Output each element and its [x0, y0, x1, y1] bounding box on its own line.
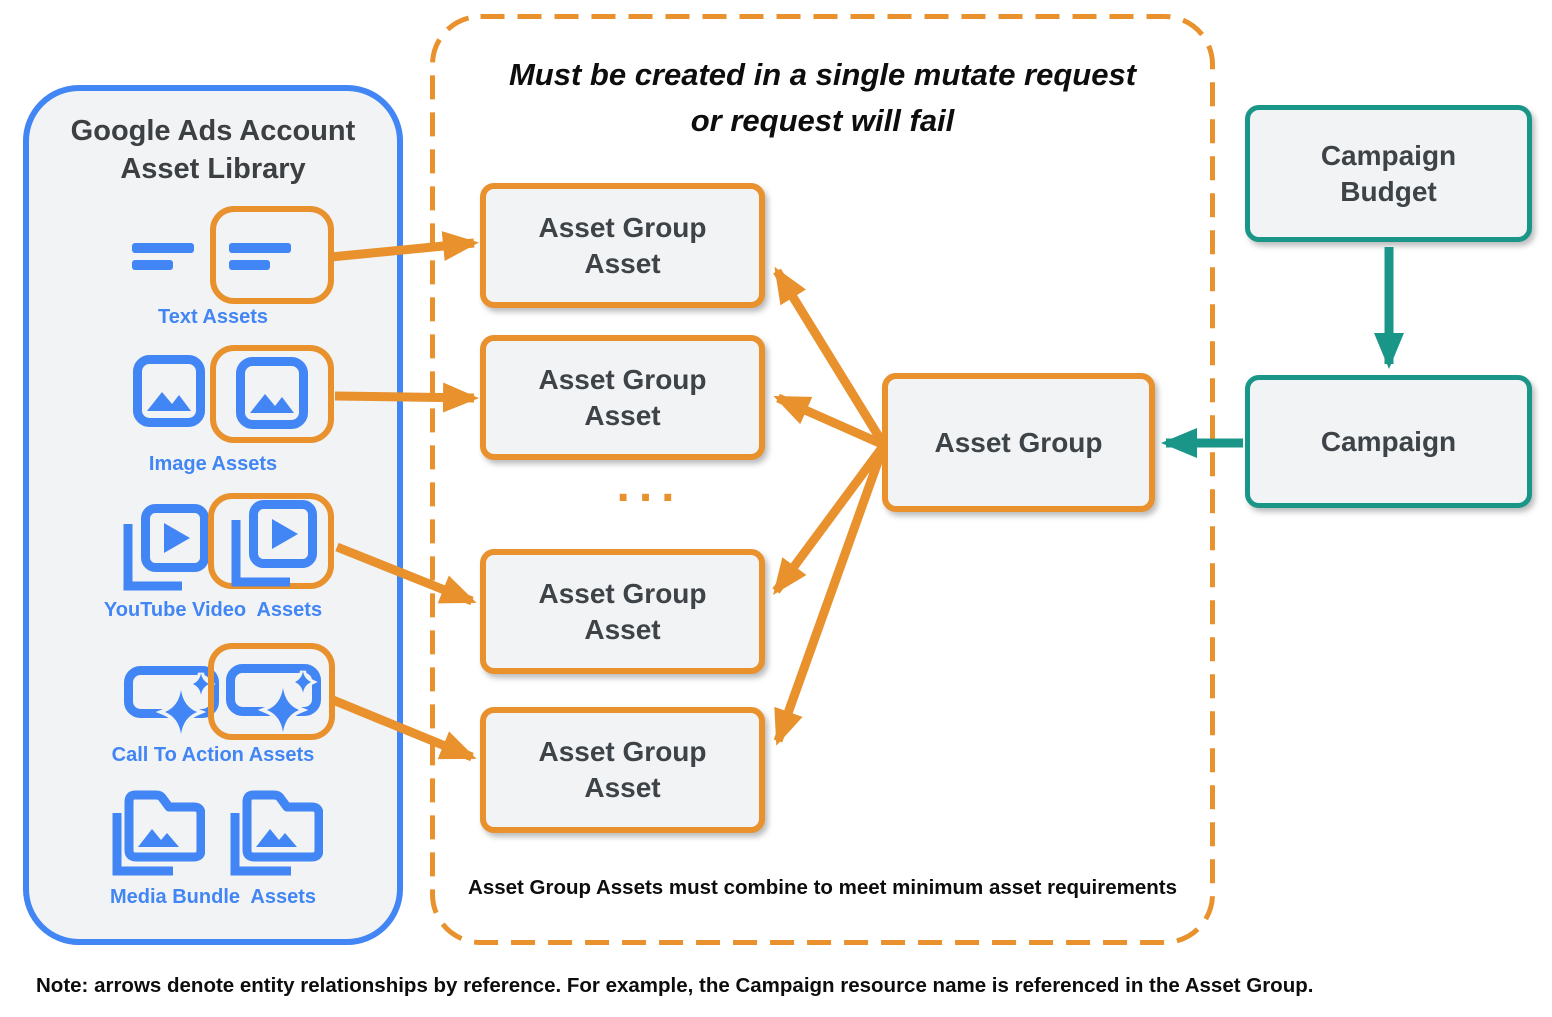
mutate-request-title-line1: Must be created in a single mutate reque… [508, 57, 1137, 92]
asset-group-asset-box: Asset Group Asset [480, 549, 765, 674]
youtube-video-assets-label: YouTube Video Assets [103, 599, 323, 621]
image-asset-icon [133, 355, 205, 427]
campaign-budget-label: Campaign Budget [1320, 139, 1457, 207]
asset-library-title: Google Ads Account Asset Library [23, 112, 403, 188]
asset-group-asset-box: Asset Group Asset [480, 707, 765, 833]
selected-image-asset-highlight [210, 345, 334, 443]
mutate-request-title: Must be created in a single mutate reque… [430, 52, 1215, 144]
image-asset-icon [236, 357, 308, 429]
asset-group-reference-arrows [772, 266, 889, 746]
call-to-action-asset-icon [124, 666, 219, 735]
text-asset-icon [132, 243, 194, 270]
text-asset-icon [229, 243, 291, 270]
campaign-box: Campaign [1245, 375, 1532, 508]
call-to-action-asset-icon [226, 664, 321, 733]
campaign-label: Campaign [1320, 425, 1457, 457]
media-bundle-asset-icon [112, 790, 205, 876]
asset-group-asset-label: Asset Group Asset [538, 577, 707, 645]
youtube-video-asset-icon [231, 500, 317, 587]
campaign-budget-box: Campaign Budget [1245, 105, 1532, 242]
call-to-action-assets-label: Call To Action Assets [111, 744, 315, 766]
asset-library-title-line2: Asset Library [120, 153, 306, 185]
diagram-note: Note: arrows denote entity relationships… [36, 974, 1314, 997]
image-assets-label: Image Assets [148, 453, 278, 475]
text-assets-label: Text Assets [157, 306, 269, 328]
asset-group-label: Asset Group [934, 426, 1103, 458]
asset-group-asset-label: Asset Group Asset [538, 736, 707, 803]
mutate-request-title-line2: or request will fail [690, 103, 955, 138]
asset-group-asset-label: Asset Group Asset [538, 363, 707, 431]
more-assets-ellipsis: ... [616, 459, 684, 512]
asset-library-title-line1: Google Ads Account [70, 115, 356, 147]
media-bundle-asset-icon [230, 790, 323, 876]
youtube-video-asset-icon [123, 504, 209, 591]
asset-group-asset-box: Asset Group Asset [480, 335, 765, 460]
asset-group-asset-label: Asset Group Asset [538, 211, 707, 279]
asset-group-box: Asset Group [882, 373, 1155, 512]
media-bundle-assets-label: Media Bundle Assets [110, 886, 316, 908]
asset-group-asset-box: Asset Group Asset [480, 183, 765, 308]
asset-requirements-footnote: Asset Group Assets must combine to meet … [468, 876, 1177, 899]
selected-call-to-action-asset-highlight [208, 643, 335, 740]
